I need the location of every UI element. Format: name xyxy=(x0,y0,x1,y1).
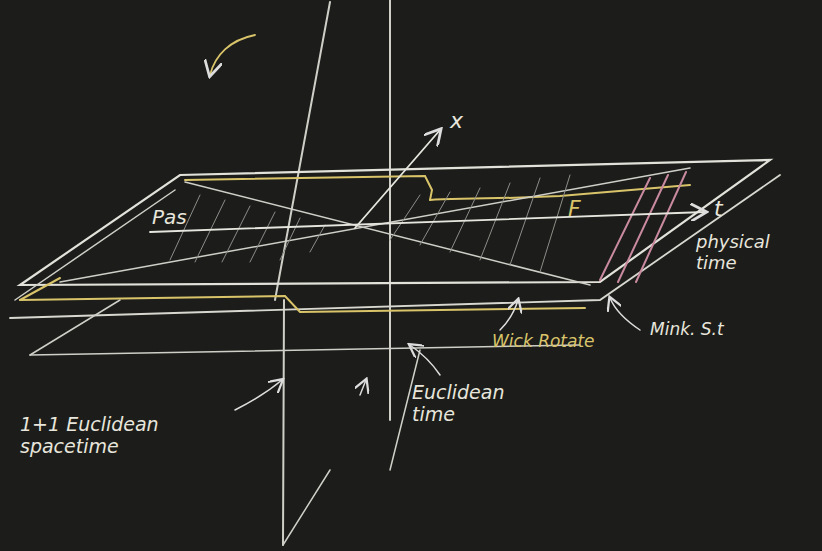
chalk-label: Euclidean time xyxy=(412,382,522,426)
chalk-label: F xyxy=(568,196,598,221)
chalk-label: Wick Rotate xyxy=(492,332,632,352)
chalk-label: physical time xyxy=(696,232,806,273)
chalk-label: x xyxy=(450,108,480,133)
chalk-label: Pas xyxy=(152,206,212,229)
chalk-label: Mink. S.t xyxy=(650,320,770,340)
chalk-label: t xyxy=(714,196,744,221)
chalk-label: 1+1 Euclidean spacetime xyxy=(20,414,230,458)
